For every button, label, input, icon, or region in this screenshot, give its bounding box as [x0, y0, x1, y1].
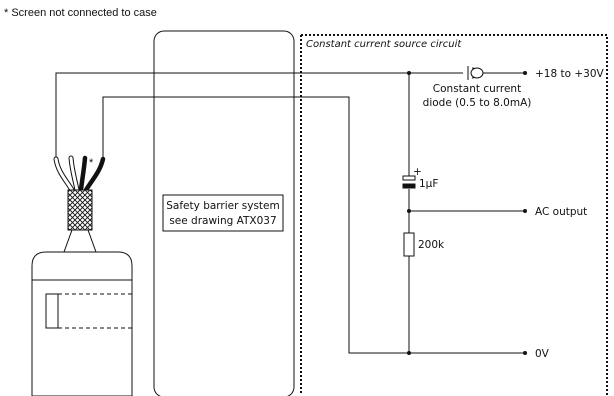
- barrier-label-box: [162, 194, 284, 232]
- junction-top: [407, 71, 411, 75]
- capacitor: [402, 175, 416, 189]
- diode-label-line1: Constant current: [433, 83, 521, 95]
- supply-wire: [55, 72, 463, 159]
- screen-mark: *: [89, 157, 94, 169]
- ground-terminal: [523, 351, 527, 355]
- ac-output-terminal: [523, 209, 527, 213]
- diode-label-line2: diode (0.5 to 8.0mA): [423, 97, 532, 109]
- resistor-label: 200k: [418, 239, 445, 251]
- ac-output-label: AC output: [535, 206, 587, 218]
- accelerometer-body: [31, 251, 133, 396]
- cable-conductors: [53, 155, 106, 193]
- resistor: [403, 232, 415, 257]
- junction-bottom: [407, 351, 411, 355]
- barrier-label-line1: Safety barrier system: [166, 200, 279, 212]
- ground-label: 0V: [535, 348, 550, 360]
- constant-current-diode: [467, 66, 484, 80]
- supply-label: +18 to +30V: [535, 68, 605, 80]
- screen-note: * Screen not connected to case: [4, 7, 157, 19]
- cable-gland: [63, 229, 97, 253]
- circuit-title: Constant current source circuit: [306, 39, 462, 50]
- capacitor-label: 1µF: [419, 178, 438, 190]
- braided-screen: [67, 189, 93, 231]
- capacitor-plus: +: [413, 166, 422, 178]
- supply-terminal: [523, 71, 527, 75]
- barrier-label-line2: see drawing ATX037: [169, 215, 276, 227]
- mounting-stud: [45, 293, 59, 329]
- circuit-enclosure: [300, 34, 608, 395]
